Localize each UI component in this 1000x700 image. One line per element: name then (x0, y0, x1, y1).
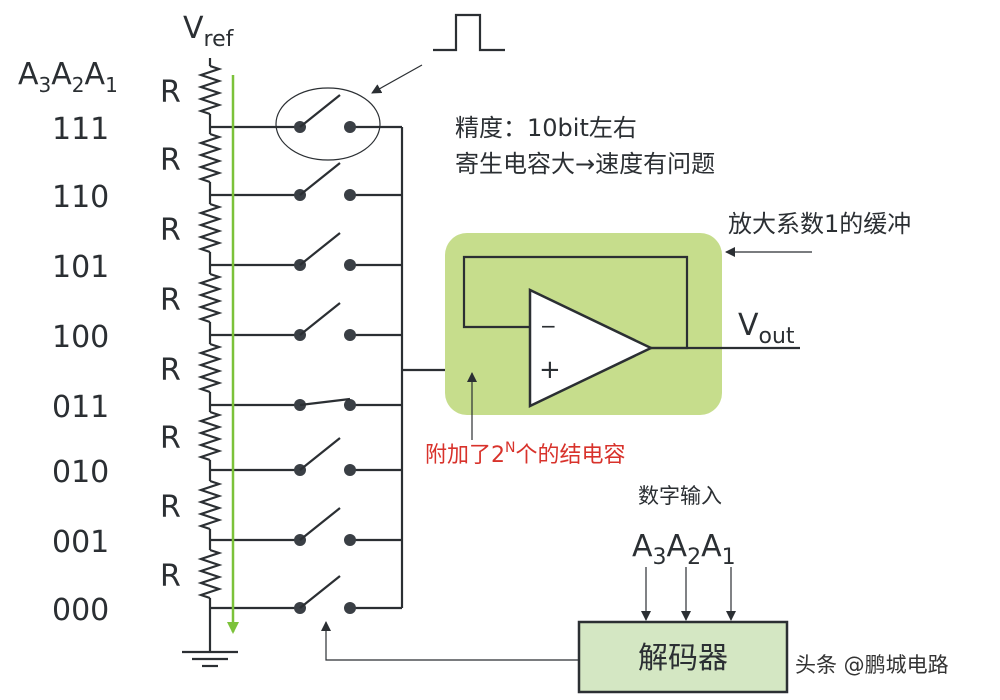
precision-note: 精度：10bit左右 (455, 114, 637, 142)
resistor-label: R (160, 353, 181, 388)
switch-011[interactable] (299, 397, 351, 407)
resistor-icon (197, 202, 223, 254)
resistor-icon (197, 342, 223, 394)
resistor-label: R (160, 283, 181, 318)
opamp-symbol (528, 288, 654, 408)
decoder-control-arrow (321, 621, 579, 661)
code-label: 001 (52, 525, 109, 560)
digital-input-title: 数字输入 (638, 484, 722, 508)
switch-highlight-ellipse (275, 87, 381, 161)
switch-contact[interactable] (344, 259, 356, 271)
resistor-label: R (160, 213, 181, 248)
resistor-label: R (160, 490, 181, 525)
switch-010[interactable] (299, 437, 341, 471)
switch-contact[interactable] (344, 534, 356, 546)
switch-contact[interactable] (344, 189, 356, 201)
opamp-plus: + (539, 355, 561, 385)
switch-001[interactable] (299, 507, 341, 541)
digital-input-bits: A3A2A1 (632, 529, 736, 570)
junction-cap-note: 附加了2N个的结电容 (425, 440, 626, 468)
code-label: 111 (52, 112, 109, 147)
resistor-icon (197, 132, 223, 184)
resistor-label: R (160, 559, 181, 594)
resistor-label: R (160, 75, 181, 110)
switch-contact[interactable] (344, 399, 356, 411)
code-label: 100 (52, 320, 109, 355)
ground-icon (182, 608, 238, 668)
code-label: 101 (52, 250, 109, 285)
switch-110[interactable] (299, 162, 341, 196)
parasitic-note: 寄生电容大→速度有问题 (455, 150, 715, 178)
resistor-label: R (160, 143, 181, 178)
switch-101[interactable] (299, 232, 341, 266)
decoder-label: 解码器 (638, 641, 728, 676)
watermark: 头条 @鹏城电路 (795, 653, 949, 677)
code-label: 000 (52, 593, 109, 628)
switch-contact[interactable] (344, 121, 356, 133)
switch-100[interactable] (299, 302, 341, 336)
pulse-icon (433, 13, 505, 52)
switch-contact[interactable] (344, 464, 356, 476)
code-label: 110 (52, 180, 109, 215)
code-label: 011 (52, 390, 109, 425)
switch-contact[interactable] (344, 329, 356, 341)
code-label: 010 (52, 455, 109, 490)
switch-contact[interactable] (344, 602, 356, 614)
opamp-minus: − (540, 314, 557, 338)
resistor-icon (197, 410, 223, 462)
switch-111[interactable] (299, 94, 341, 128)
decoder-box (577, 620, 789, 694)
vref-label: Vref (183, 11, 235, 52)
switch-000[interactable] (299, 575, 341, 609)
resistor-icon (197, 64, 223, 116)
buffer-note: 放大系数1的缓冲 (728, 210, 911, 238)
resistor-icon (197, 272, 223, 324)
resistor-icon (197, 548, 223, 600)
code-header: A3A2A1 (18, 57, 118, 97)
resistor-icon (197, 479, 223, 531)
resistor-label: R (160, 421, 181, 456)
switch-pointer-arrow (371, 64, 423, 94)
vout-label: Vout (738, 308, 795, 349)
